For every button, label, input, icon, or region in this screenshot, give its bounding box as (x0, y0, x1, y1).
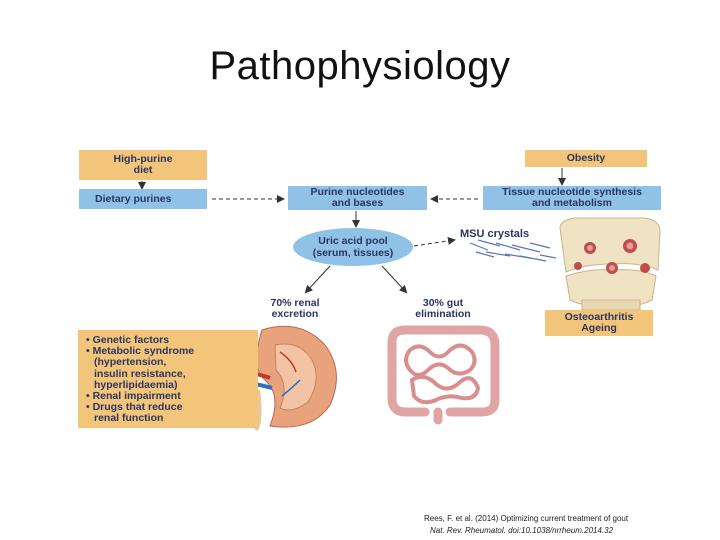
intestines-illustration (387, 325, 500, 425)
arrow-uric-to-gut (381, 265, 408, 294)
risk-factor-item: • Renal impairment (86, 390, 181, 403)
gut-elimination-line2: elimination (415, 308, 471, 320)
renal-excretion-line1: 70% renal (270, 297, 320, 309)
risk-factor-item: • Drugs that reduce (86, 401, 183, 414)
dietary-purines-box: Dietary purines (79, 189, 207, 209)
small-intestine-illustration (404, 343, 481, 405)
citation-line-2: Nat. Rev. Rheumatol. doi:10.1038/nrrheum… (430, 526, 614, 535)
purine-nucleotides-box: Purine nucleotides and bases (288, 186, 427, 210)
obesity-box: Obesity (525, 150, 647, 167)
slide-title: Pathophysiology (209, 44, 511, 88)
uric-acid-pool-sublabel: (serum, tissues) (312, 247, 394, 259)
ageing-label: Ageing (581, 322, 617, 334)
risk-factor-item: insulin resistance, (94, 367, 186, 380)
uric-acid-pool-oval: Uric acid pool (serum, tissues) (293, 228, 413, 266)
risk-factor-item: • Genetic factors (86, 334, 170, 346)
risk-factors-box: • Genetic factors • Metabolic syndrome (… (78, 330, 258, 428)
joint-illustration (559, 217, 661, 311)
arrow-uric-to-msu (413, 236, 456, 247)
osteoarthritis-box: Osteoarthritis Ageing (545, 310, 653, 336)
risk-factor-item: (hypertension, (94, 356, 167, 369)
tissue-nucleotide-box: Tissue nucleotide synthesis and metaboli… (483, 186, 661, 210)
renal-excretion-label: 70% renal excretion (250, 298, 340, 320)
msu-crystals-label: MSU crystals (460, 228, 530, 240)
uric-acid-pool-label: Uric acid pool (318, 235, 388, 247)
risk-factor-item: • Metabolic syndrome (86, 345, 195, 358)
osteoarthritis-label: Osteoarthritis (564, 311, 634, 323)
risk-factor-item: renal function (94, 412, 164, 425)
msu-crystals-illustration (469, 239, 557, 262)
high-purine-diet-box: High-purine diet (79, 150, 207, 180)
gut-elimination-label: 30% gut elimination (398, 298, 488, 320)
gut-elimination-line1: 30% gut (422, 297, 464, 309)
citation-line-1: Rees, F. et al. (2014) Optimizing curren… (424, 514, 629, 523)
arrow-uric-to-renal (304, 265, 331, 294)
risk-factor-item: hyperlipidaemia) (94, 378, 178, 391)
renal-excretion-line2: excretion (271, 308, 319, 320)
